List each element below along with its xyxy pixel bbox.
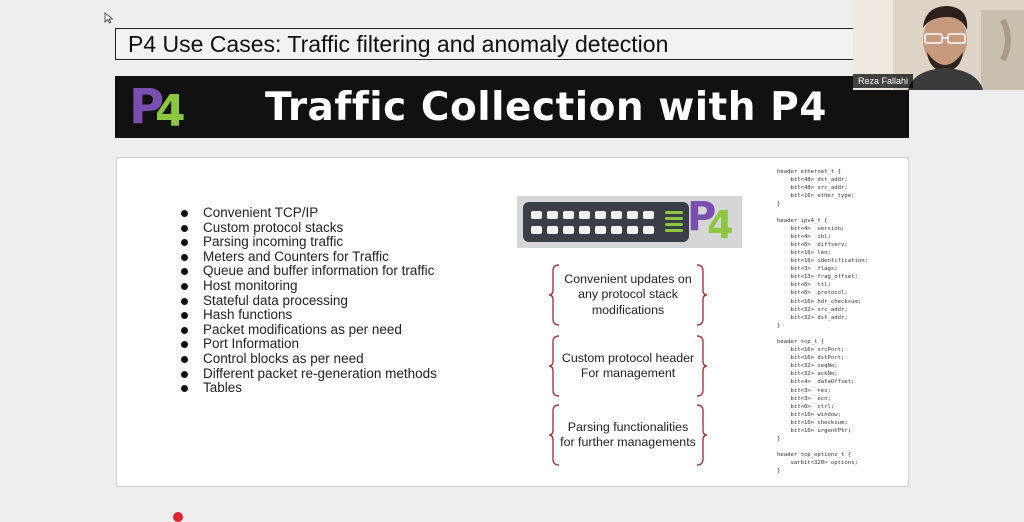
switch-p4-logo-p: P <box>687 194 717 240</box>
banner-title: Traffic Collection with P4 <box>265 85 827 130</box>
switch-port <box>595 211 606 219</box>
feature-list-item: Parsing incoming traffic <box>179 235 437 250</box>
switch-port <box>563 226 574 234</box>
switch-port <box>643 226 654 234</box>
switch-port <box>643 211 654 219</box>
feature-list-item: Port Information <box>179 337 437 352</box>
switch-port <box>627 226 638 234</box>
p4-header-code: header ethernet_t { bit<48> dst_addr; bi… <box>777 169 868 475</box>
switch-body <box>523 202 689 242</box>
switch-p4-logo-4: 4 <box>707 203 734 247</box>
feature-list-item: Hash functions <box>179 308 437 323</box>
slide-title: P4 Use Cases: Traffic filtering and anom… <box>128 31 669 57</box>
p4-logo-4: 4 <box>155 86 186 137</box>
feature-box-text: any protocol stack <box>578 287 678 302</box>
mouse-pointer-icon <box>104 12 114 24</box>
curly-brace-icon <box>548 404 708 466</box>
network-switch-image: P 4 <box>517 194 742 248</box>
presenter-video-frame <box>853 0 1024 90</box>
feature-list-item: Convenient TCP/IP <box>179 205 437 221</box>
p4-logo-p: P <box>129 79 165 135</box>
feature-box-text: for further managements <box>560 435 696 449</box>
feature-list-item: Queue and buffer information for traffic <box>179 264 437 279</box>
feature-list-item: Control blocks as per need <box>179 351 437 367</box>
feature-list-item: Tables <box>179 381 437 396</box>
feature-list-item: Different packet re-generation methods <box>179 366 437 382</box>
switch-port <box>611 226 622 234</box>
slide-title-box: P4 Use Cases: Traffic filtering and anom… <box>115 28 875 60</box>
switch-port <box>531 211 542 219</box>
switch-port <box>627 211 638 219</box>
curly-brace-icon <box>548 264 708 326</box>
switch-port <box>563 211 574 219</box>
feature-list-item: Packet modifications as per need <box>179 322 437 338</box>
feature-box-text: Convenient updates on <box>564 271 692 286</box>
switch-port <box>611 211 622 219</box>
switch-port <box>579 211 590 219</box>
feature-list-item: Stateful data processing <box>179 293 437 309</box>
curly-brace-icon <box>548 335 708 397</box>
participant-name-tag: Reza Fallahi <box>853 74 914 88</box>
switch-port <box>595 226 606 234</box>
switch-port <box>547 226 558 234</box>
recording-indicator <box>173 512 183 522</box>
feature-box-text: Custom protocol header <box>561 350 695 365</box>
feature-list-item: Host monitoring <box>179 278 437 294</box>
feature-box-text: Parsing functionalities <box>567 419 689 434</box>
switch-port <box>531 226 542 234</box>
banner: P 4 Traffic Collection with P4 <box>115 76 909 138</box>
feature-list-item: Custom protocol stacks <box>179 220 437 236</box>
feature-box-text: For management <box>580 366 676 380</box>
switch-port <box>579 226 590 234</box>
switch-port <box>547 211 558 219</box>
feature-list-item: Meters and Counters for Traffic <box>179 249 437 265</box>
feature-box-text: modifications <box>591 302 665 317</box>
